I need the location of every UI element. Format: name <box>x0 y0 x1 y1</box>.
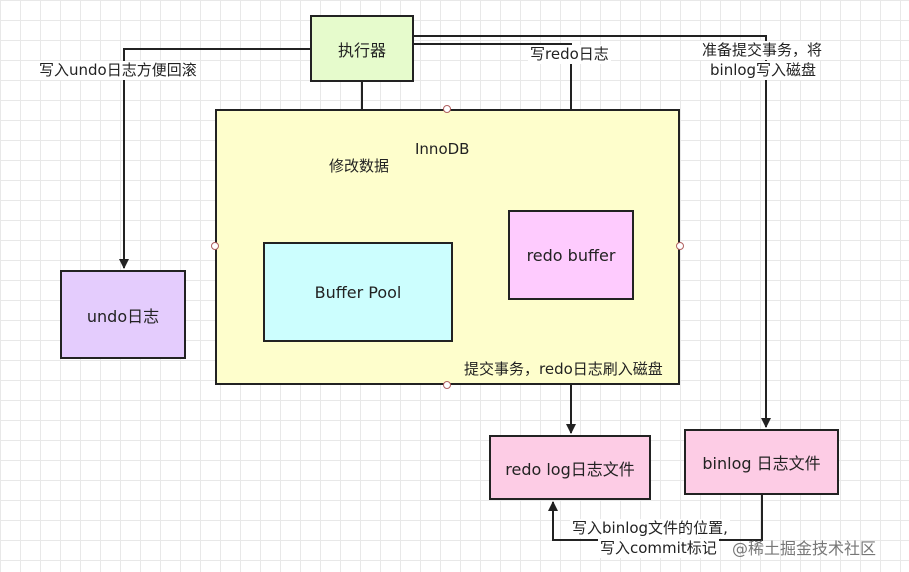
label-commit-flush-redo: 提交事务，redo日志刷入磁盘 <box>462 360 665 379</box>
label-prepare-commit-line2: binlog写入磁盘 <box>708 61 819 80</box>
watermark-text: @稀土掘金技术社区 <box>732 539 877 558</box>
innodb-handle-bottom[interactable] <box>443 381 451 389</box>
innodb-title: InnoDB <box>415 140 470 158</box>
innodb-handle-right[interactable] <box>676 242 684 250</box>
buffer-pool-node: Buffer Pool <box>263 242 453 342</box>
innodb-handle-top[interactable] <box>443 105 451 113</box>
innodb-handle-left[interactable] <box>211 242 219 250</box>
label-write-binlog-pos-line1: 写入binlog文件的位置, <box>570 519 730 538</box>
redo-log-file-node: redo log日志文件 <box>489 435 651 500</box>
undo-log-node: undo日志 <box>60 270 186 359</box>
redo-buffer-node: redo buffer <box>508 210 634 300</box>
binlog-file-node: binlog 日志文件 <box>684 429 839 495</box>
label-write-undo: 写入undo日志方便回滚 <box>37 61 199 80</box>
executor-node: 执行器 <box>310 15 414 82</box>
label-modify-data: 修改数据 <box>327 157 392 176</box>
edge-executor-to-undo <box>119 48 310 269</box>
label-prepare-commit-line1: 准备提交事务，将 <box>700 41 825 60</box>
label-write-redo: 写redo日志 <box>528 45 611 64</box>
edge-executor-to-binlog <box>414 35 771 428</box>
label-write-binlog-pos-line2: 写入commit标记 <box>598 539 719 558</box>
